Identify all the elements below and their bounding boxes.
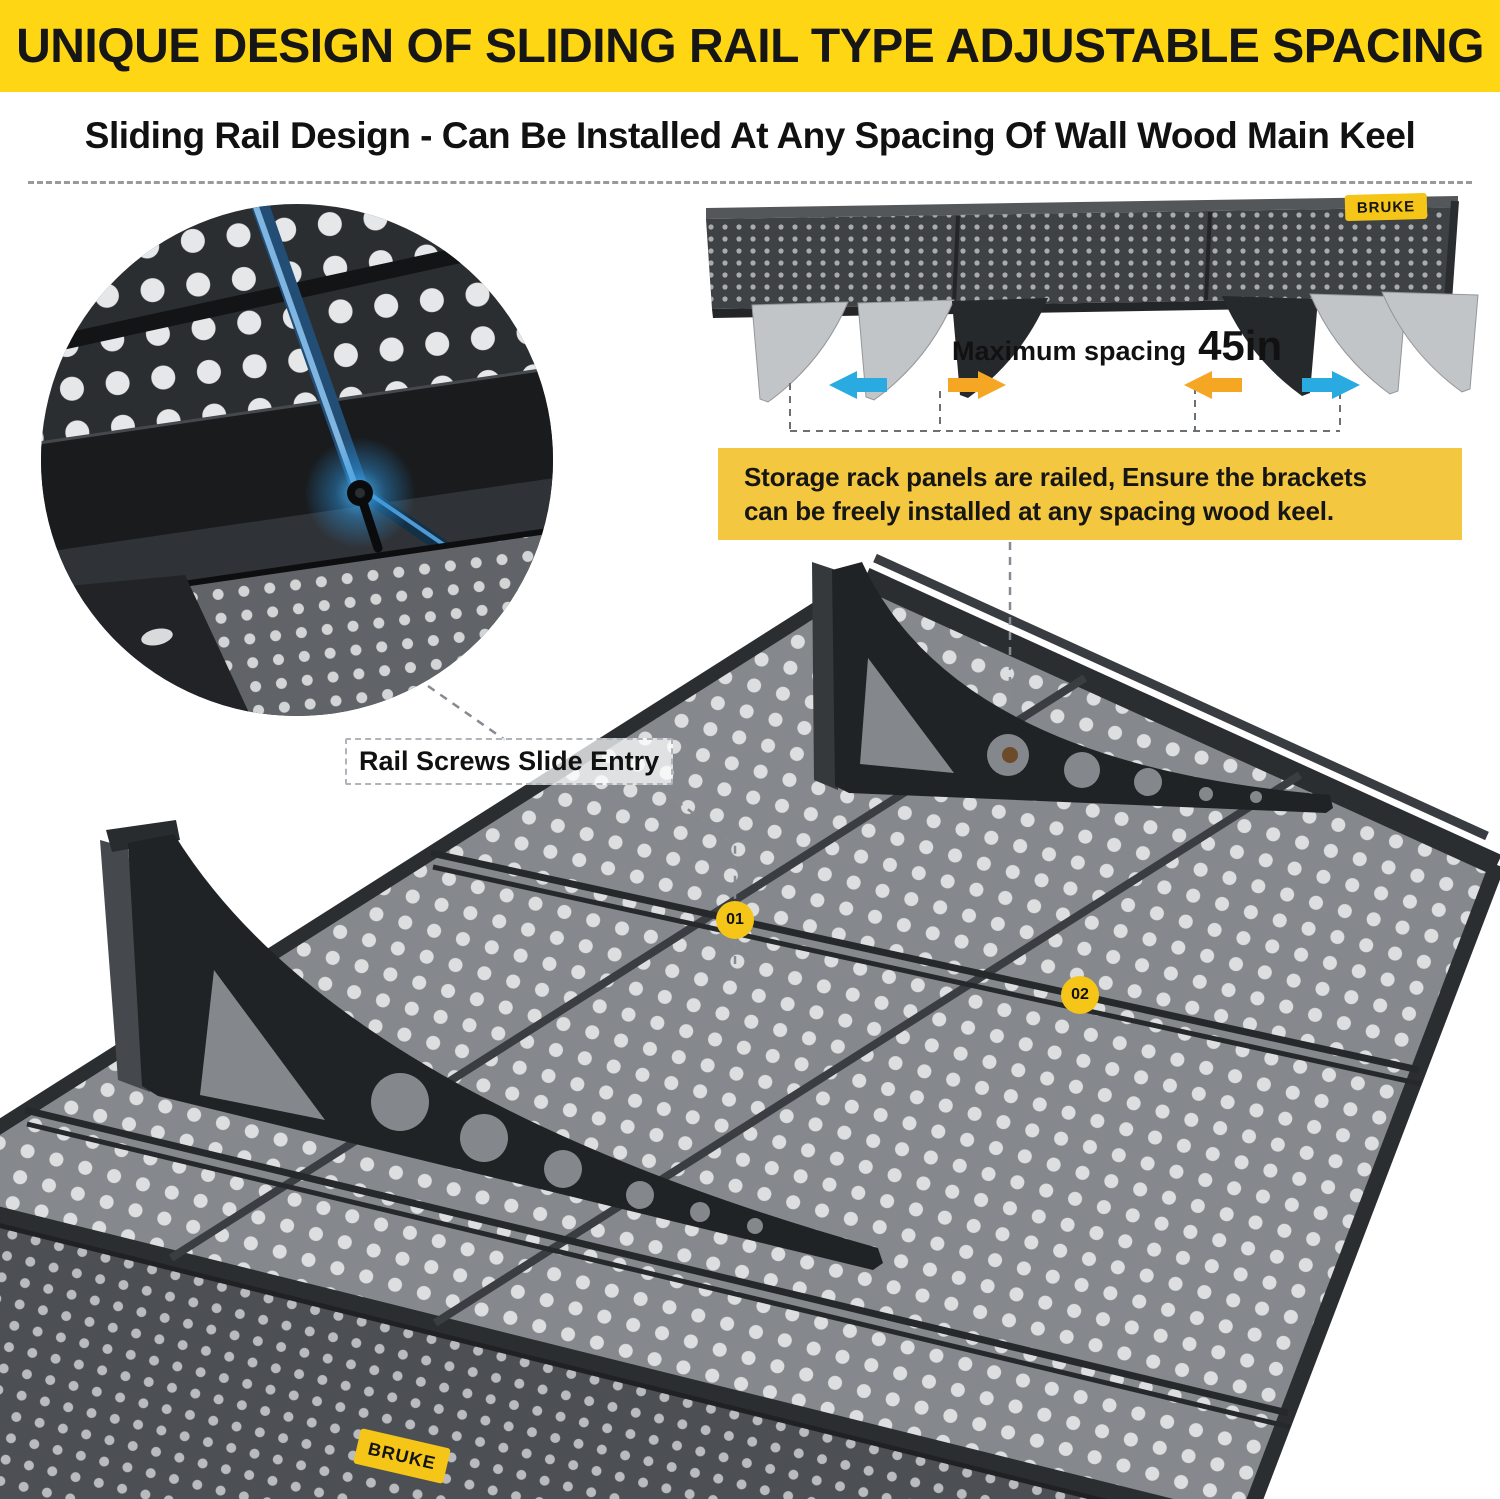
sliding-rails (24, 849, 1422, 1430)
rear-bracket (812, 562, 1333, 813)
bracket-triangle-cutout (200, 970, 325, 1120)
bracket-wall-tab (106, 820, 180, 852)
step-badge-02: 02 (1061, 976, 1099, 1014)
bracket-screw (1002, 747, 1018, 763)
back-mount-rail (873, 553, 1489, 841)
page-title: UNIQUE DESIGN OF SLIDING RAIL TYPE ADJUS… (16, 19, 1484, 73)
step-badge-01: 01 (716, 901, 754, 939)
callout-rail-screws: Rail Screws Slide Entry (345, 738, 674, 785)
shelf-deck-front (706, 196, 1459, 318)
front-bracket (100, 820, 883, 1270)
brand-tag-top: BRUKE (1344, 192, 1428, 222)
info-line-2: can be freely installed at any spacing w… (744, 496, 1334, 526)
subtitle-text: Sliding Rail Design - Can Be Installed A… (84, 115, 1416, 156)
shelf-underside-view (0, 553, 1500, 1499)
rail-channel-beam (41, 365, 553, 555)
bracket-triangle-cutout (860, 658, 954, 773)
shelf-deck-underside (0, 553, 1500, 1499)
subtitle-row: Sliding Rail Design - Can Be Installed A… (0, 92, 1500, 180)
orange-arrow-left-icon (1184, 371, 1242, 399)
spacing-label: Maximum spacing (952, 336, 1187, 366)
shelf-front-view (706, 196, 1479, 432)
rail-screw (347, 480, 383, 553)
info-line-1: Storage rack panels are railed, Ensure t… (744, 461, 1367, 492)
header-banner: UNIQUE DESIGN OF SLIDING RAIL TYPE ADJUS… (0, 0, 1500, 92)
orange-arrow-right-icon (948, 371, 1006, 399)
blue-arrow-right-icon (1302, 371, 1360, 399)
deck-frame (0, 567, 1500, 1499)
spacing-value: 45in (1198, 322, 1283, 369)
zoom-circle-inset (41, 204, 553, 716)
measurement-guides (789, 379, 1341, 432)
blue-arrow-left-icon (829, 371, 887, 399)
dashed-divider (28, 181, 1472, 184)
spacing-measurement: Maximum spacing 45in (952, 322, 1282, 370)
info-box: Storage rack panels are railed, Ensure t… (718, 448, 1462, 540)
